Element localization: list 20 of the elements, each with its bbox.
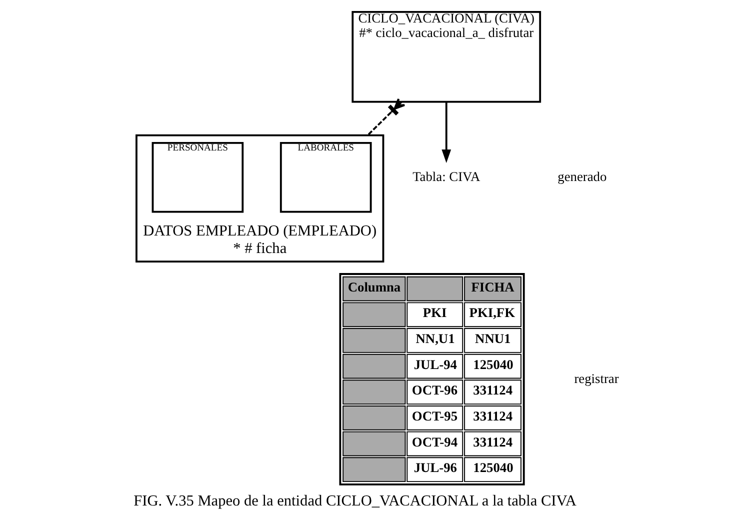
label: OCT-95 — [412, 408, 458, 424]
label: 125040 — [473, 460, 514, 476]
label: PKI,FK — [469, 305, 516, 320]
label: 125040 — [473, 356, 514, 372]
label: OCT-94 — [412, 434, 458, 450]
label: Columna — [348, 279, 401, 294]
caption: FIG. V.35 Mapeo de la entidad CICLO_VACACIONAL a la tabla CIVA — [134, 492, 576, 510]
label: 331124 — [473, 434, 513, 450]
label: 331124 — [473, 408, 513, 424]
label: OCT-96 — [412, 382, 458, 398]
node-text: Tabla: CIVA — [412, 168, 480, 184]
label: JUL-96 — [414, 460, 457, 476]
label: registrar — [574, 370, 619, 386]
label: generado — [558, 168, 607, 184]
label: NN,U1 — [416, 331, 455, 346]
label: 331124 — [473, 382, 513, 398]
label: JUL-94 — [414, 356, 457, 372]
label: FICHA — [471, 279, 514, 294]
label: NNU1 — [475, 331, 511, 346]
label: PKI — [422, 305, 447, 320]
